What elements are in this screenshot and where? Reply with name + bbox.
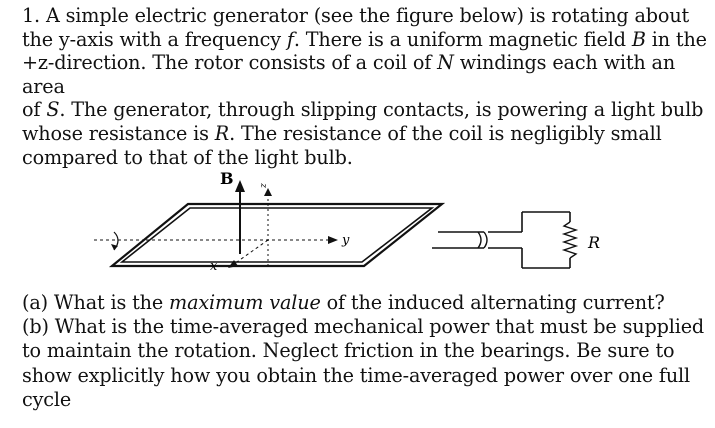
problem-text-segment: +z-direction. The rotor consists of a co… bbox=[22, 51, 438, 75]
x-axis-arrowhead bbox=[228, 260, 238, 268]
problem-line: of S. The generator, through slipping co… bbox=[22, 98, 712, 122]
generator-figure: B z y x bbox=[92, 166, 652, 286]
coil-inner bbox=[119, 207, 435, 263]
question-text-segment: of the induced alternating current? bbox=[320, 291, 665, 314]
b-field-arrowhead bbox=[235, 180, 245, 192]
resistance-symbol: R bbox=[214, 121, 230, 145]
question-text-segment: cycle bbox=[22, 387, 72, 411]
question-b-line: cycle bbox=[22, 388, 712, 412]
question-a: (a) What is the maximum value of the ind… bbox=[22, 291, 712, 315]
resistor-zigzag bbox=[561, 221, 579, 259]
question-b-line: to maintain the rotation. Neglect fricti… bbox=[22, 339, 712, 363]
problem-text-segment: the y-axis with a frequency bbox=[22, 27, 287, 51]
z-axis-label: z bbox=[259, 183, 269, 189]
problem-text-segment: . The resistance of the coil is negligib… bbox=[229, 121, 662, 145]
problem-line: the y-axis with a frequency f. There is … bbox=[22, 28, 712, 52]
y-axis-label: y bbox=[341, 233, 350, 248]
emphasized-phrase: maximum value bbox=[169, 291, 321, 314]
slip-ring-right bbox=[483, 231, 488, 249]
problem-text-segment: . There is a uniform magnetic field bbox=[293, 27, 632, 51]
generator-diagram: B z y x bbox=[94, 169, 600, 274]
problem-text-segment: of bbox=[22, 98, 47, 122]
resistor-label: R bbox=[587, 233, 600, 252]
question-text-segment: (b) What is the time-averaged mechanical… bbox=[22, 315, 705, 339]
problem-text-segment: in the bbox=[645, 27, 707, 51]
problem-line: +z-direction. The rotor consists of a co… bbox=[22, 51, 712, 98]
windings-symbol: N bbox=[437, 51, 454, 75]
y-axis-arrowhead bbox=[328, 236, 338, 244]
question-text-segment: show explicitly how you obtain the time-… bbox=[22, 363, 691, 387]
problem-line: 1. A simple electric generator (see the … bbox=[22, 4, 712, 28]
frequency-symbol: f bbox=[286, 27, 294, 51]
problem-text-segment: windings each with an area bbox=[22, 51, 676, 98]
problem-line: whose resistance is R. The resistance of… bbox=[22, 122, 712, 146]
problem-line: compared to that of the light bulb. bbox=[22, 146, 712, 170]
coil-outer bbox=[108, 202, 446, 268]
question-text-segment: to maintain the rotation. Neglect fricti… bbox=[22, 339, 675, 363]
z-axis-arrowhead bbox=[264, 188, 272, 196]
field-symbol: B bbox=[631, 27, 646, 51]
problem-text-segment: . The generator, through slipping contac… bbox=[59, 98, 704, 122]
problem-text-segment: whose resistance is bbox=[22, 121, 215, 145]
question-text-segment: (a) What is the bbox=[22, 291, 170, 314]
question-b-line: (b) What is the time-averaged mechanical… bbox=[22, 315, 712, 339]
x-axis bbox=[233, 239, 269, 265]
problem-text-segment: compared to that of the light bulb. bbox=[22, 145, 353, 169]
slip-ring-left bbox=[477, 231, 482, 249]
x-axis-label: x bbox=[210, 259, 218, 274]
problem-text-segment: 1. A simple electric generator (see the … bbox=[22, 4, 690, 27]
area-symbol: S bbox=[46, 98, 60, 122]
rotation-arrowhead bbox=[111, 244, 118, 250]
question-b-line: show explicitly how you obtain the time-… bbox=[22, 364, 712, 388]
b-field-label: B bbox=[220, 169, 234, 188]
problem-statement: 1. A simple electric generator (see the … bbox=[22, 4, 712, 169]
question-block: (a) What is the maximum value of the ind… bbox=[22, 291, 712, 412]
